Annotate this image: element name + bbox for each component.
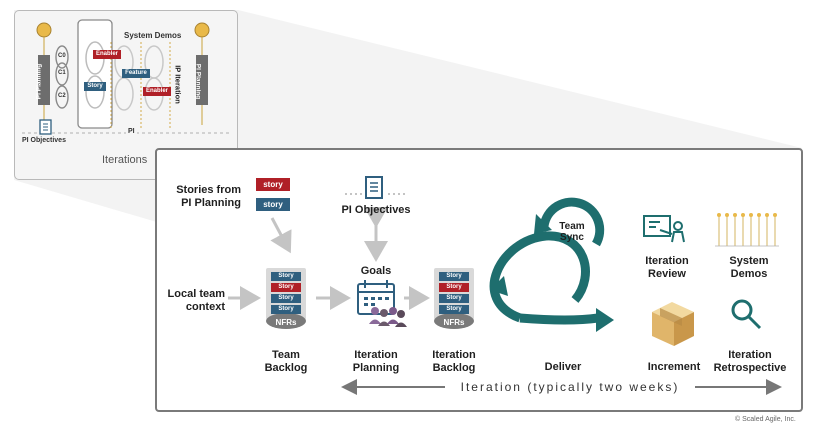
iteration-backlog-label: Iteration Backlog bbox=[432, 349, 476, 374]
overview-cycle-c0: C0 bbox=[58, 53, 66, 59]
overview-cycle-c1: C1 bbox=[58, 70, 66, 76]
iteration-review-label: Iteration Review bbox=[645, 255, 689, 280]
iteration-backlog-story-3: Story bbox=[439, 294, 469, 303]
loop-left-arrowhead bbox=[490, 276, 508, 296]
stories-from-pi-planning-label: Stories from PI Planning bbox=[176, 184, 241, 209]
pi-planning-icon bbox=[36, 22, 52, 125]
goals-label: Goals bbox=[360, 265, 392, 277]
overview-chip-enabler-1: Enabler bbox=[93, 50, 121, 59]
increment-box-icon bbox=[652, 302, 694, 346]
team-backlog-story-3: Story bbox=[271, 294, 301, 303]
cycle-chain bbox=[55, 45, 69, 109]
team-sync-label: Team Sync bbox=[559, 221, 585, 243]
system-demos-label: System Demos bbox=[729, 255, 769, 280]
overview-system-demos-label: System Demos bbox=[124, 31, 182, 40]
increment-label: Increment bbox=[647, 361, 701, 373]
sync-arrowhead bbox=[534, 214, 552, 234]
overview-chip-story: Story bbox=[84, 82, 106, 91]
team-people-icon bbox=[369, 307, 407, 327]
team-backlog-nfrs: NFRs bbox=[275, 318, 297, 327]
iteration-detail-panel bbox=[155, 148, 803, 412]
story-chip-red: story bbox=[256, 178, 290, 191]
team-backlog-story-1: Story bbox=[271, 272, 301, 281]
iteration-planning-label: Iteration Planning bbox=[352, 349, 400, 374]
pi-objectives-icon bbox=[365, 176, 383, 199]
overview-cycle-c2: C2 bbox=[58, 93, 66, 99]
overview-diagram bbox=[22, 19, 229, 135]
iteration-span-label: Iteration (typically two weeks) bbox=[460, 380, 680, 394]
retrospective-magnifier-icon bbox=[731, 299, 762, 330]
iteration-backlog-nfrs: NFRs bbox=[443, 318, 465, 327]
team-sync-loop-icon bbox=[489, 197, 605, 325]
team-backlog-story-4: Story bbox=[271, 305, 301, 314]
overview-pi-label: PI bbox=[126, 128, 137, 135]
overview-iterations-label: Iterations bbox=[102, 154, 148, 166]
local-team-context-label: Local team context bbox=[167, 288, 225, 313]
copyright-text: © Scaled Agile, Inc. bbox=[735, 416, 796, 423]
iteration-review-icon bbox=[643, 215, 685, 243]
team-backlog-story-2: Story bbox=[271, 283, 301, 292]
team-backlog-label: Team Backlog bbox=[264, 349, 308, 374]
system-demos-icon bbox=[715, 216, 779, 247]
iteration-backlog-story-1: Story bbox=[439, 272, 469, 281]
calendar-icon bbox=[357, 280, 395, 315]
deliver-label: Deliver bbox=[544, 361, 582, 373]
iteration-retrospective-label: Iteration Retrospective bbox=[713, 349, 787, 374]
ip-iteration-icon bbox=[194, 22, 210, 125]
iteration-backlog-story-2: Story bbox=[439, 283, 469, 292]
deliver-arrowhead bbox=[596, 308, 614, 332]
overview-chip-feature: Feature bbox=[122, 69, 150, 78]
pi-objectives-label: PI Objectives bbox=[341, 204, 411, 216]
overview-pi-objectives-label: PI Objectives bbox=[22, 137, 66, 144]
story-chip-blue: story bbox=[256, 198, 290, 211]
arrow-stories-to-backlog bbox=[270, 217, 292, 254]
pi-objectives-small-icon bbox=[39, 119, 52, 135]
iteration-backlog-story-4: Story bbox=[439, 305, 469, 314]
overview-chip-enabler-2: Enabler bbox=[143, 87, 171, 96]
